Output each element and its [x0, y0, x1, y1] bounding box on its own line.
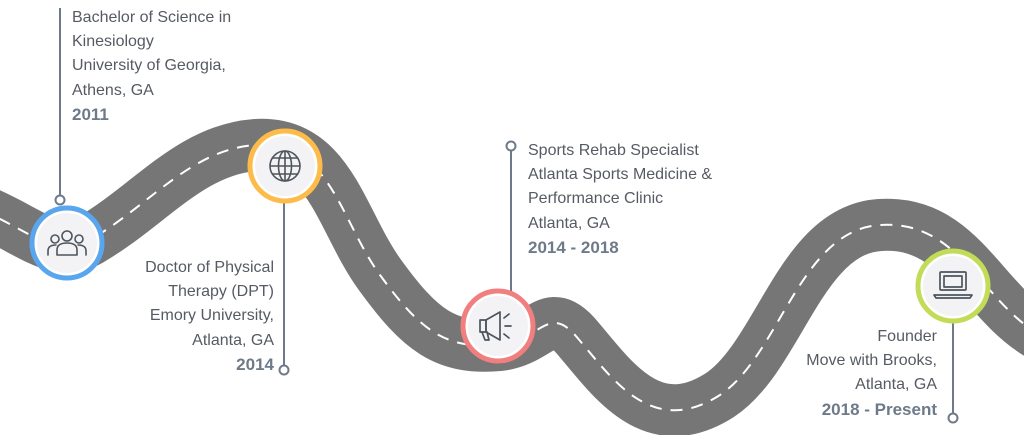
caption-year: 2014 - 2018 [528, 237, 619, 257]
milestone-marker-3 [460, 288, 536, 364]
connector-3 [505, 140, 517, 292]
caption-line: Atlanta, GA [855, 376, 937, 394]
caption-line: Atlanta Sports Medicine & [528, 166, 713, 184]
milestone-caption-3: Sports Rehab Specialist Atlanta Sports M… [528, 139, 712, 260]
caption-line: Doctor of Physical [145, 259, 274, 276]
caption-line: Sports Rehab Specialist [528, 142, 699, 159]
caption-line: Emory University, [149, 307, 274, 325]
caption-line: Atlanta, GA [528, 214, 610, 232]
caption-line: Performance Clinic [528, 190, 664, 208]
milestone-marker-4 [915, 248, 991, 324]
caption-line: Atlanta, GA [192, 331, 274, 349]
milestone-caption-4: Founder Move with Brooks, Atlanta, GA 20… [806, 325, 937, 422]
connector-1 [54, 8, 66, 206]
caption-line: Therapy (DPT) [168, 283, 274, 301]
caption-year: 2018 - Present [821, 399, 937, 419]
caption-year: 2014 [236, 354, 274, 374]
milestone-marker-1 [29, 205, 105, 281]
caption-year: 2011 [72, 104, 109, 124]
megaphone-icon [479, 311, 512, 341]
connector-4 [947, 322, 959, 424]
laptop-icon [933, 271, 973, 299]
caption-line: Athens, GA [72, 81, 154, 99]
milestone-marker-2 [247, 128, 323, 204]
caption-line: Bachelor of Science in [72, 9, 232, 26]
people-icon [47, 230, 87, 256]
milestone-caption-2: Doctor of Physical Therapy (DPT) Emory U… [145, 256, 274, 377]
caption-line: Move with Brooks, [806, 352, 937, 370]
milestone-caption-1: Bachelor of Science in Kinesiology Unive… [72, 6, 231, 127]
globe-icon [269, 150, 301, 182]
caption-line: University of Georgia, [72, 57, 226, 75]
connector-2 [278, 198, 290, 376]
caption-line: Founder [877, 328, 937, 345]
caption-line: Kinesiology [72, 33, 154, 51]
